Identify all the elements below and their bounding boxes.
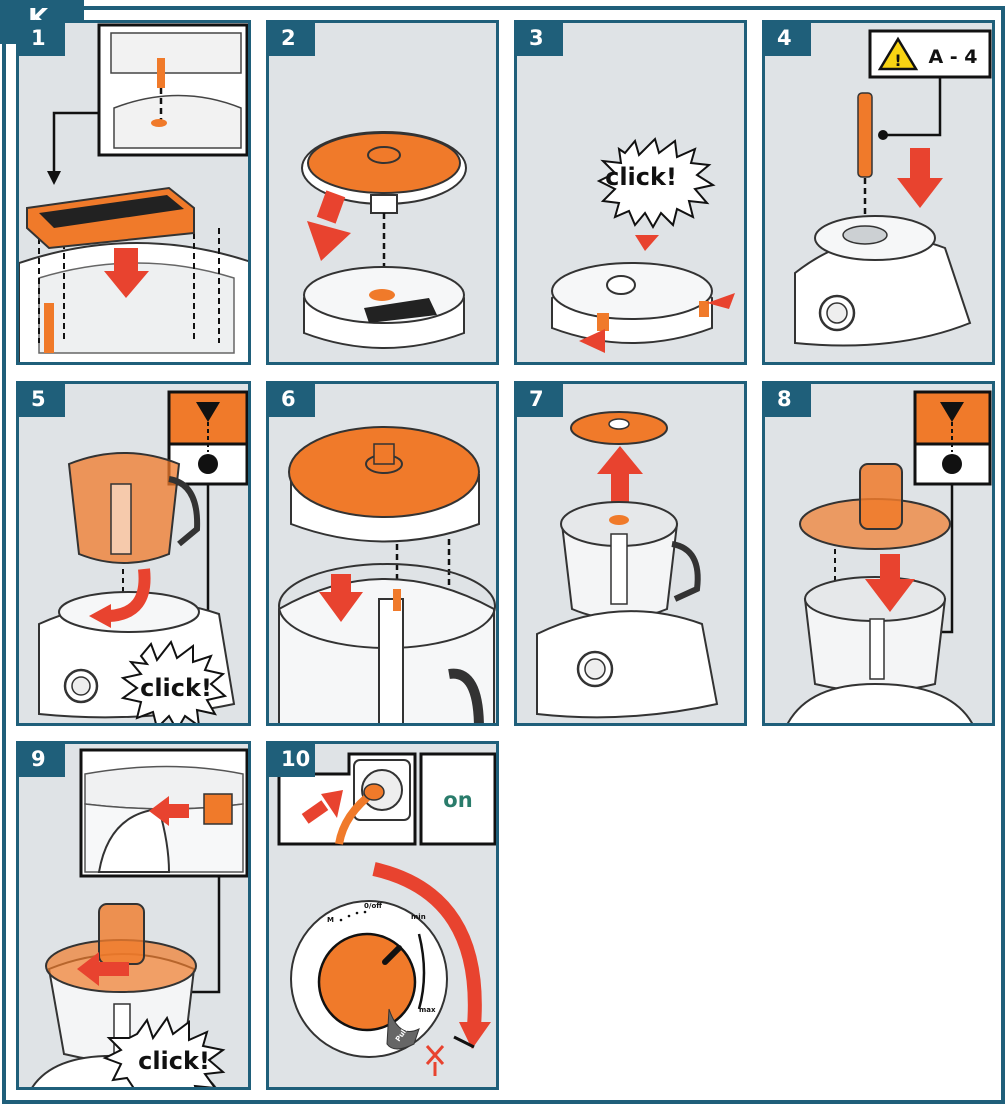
step-2-panel: 2 [266, 20, 499, 365]
press-arrow-icon [579, 329, 605, 353]
step-6-illustration [278, 426, 496, 723]
sheet-border [2, 6, 1005, 1104]
rotate-arrow-icon [108, 568, 151, 622]
down-arrow-icon [114, 248, 138, 272]
drive-shaft [857, 92, 873, 178]
warning-icon [877, 36, 919, 71]
press-arrow-icon [707, 293, 735, 309]
step-8-panel: 8 [762, 381, 995, 726]
click-burst [102, 1015, 226, 1087]
dial-label-max: max [419, 1006, 436, 1014]
step-4-panel: ! A - 4 4 [762, 20, 995, 365]
step-number: 9 [19, 744, 65, 777]
step-1-panel: 1 [16, 20, 251, 365]
step-5-panel: click! 5 [16, 381, 251, 726]
dial-label-m: M [327, 916, 334, 924]
up-arrow-icon [597, 446, 643, 474]
down-arrow-icon [319, 592, 363, 622]
step-5-illustration: click! [38, 390, 248, 723]
feed-tube [98, 903, 145, 965]
step-6-panel: 6 [266, 381, 499, 726]
step-3-illustration: click! [551, 137, 735, 353]
step-9-illustration: click! [31, 748, 248, 1087]
step-number: 8 [765, 384, 811, 417]
step-number: 3 [517, 23, 563, 56]
step-10-panel: on M 0/off min max Pulse 10 [266, 741, 499, 1090]
pointer-arrow-icon [47, 171, 61, 185]
knob-indicator [382, 945, 402, 965]
svg-text:!: ! [894, 51, 901, 70]
step-number: 4 [765, 23, 811, 56]
step-8-illustration [786, 390, 992, 723]
down-arrow-icon [307, 221, 351, 261]
step-number: 10 [269, 744, 315, 777]
down-arrow-icon [897, 178, 943, 208]
dial-label-off: 0/off [364, 902, 382, 910]
step-number: 5 [19, 384, 65, 417]
step-number: 1 [19, 23, 65, 56]
warning-ref: A - 4 [928, 46, 977, 68]
step-10-illustration: on M 0/off min max Pulse [277, 752, 496, 1076]
rotate-arrow-icon [372, 862, 482, 1027]
motor-base [536, 610, 719, 719]
step-number: 2 [269, 23, 315, 56]
step-2-illustration [301, 131, 467, 349]
power-on-box [419, 752, 496, 846]
left-arrow-icon [149, 796, 169, 826]
click-text: click! [140, 674, 212, 702]
feed-tube [859, 463, 903, 530]
click-text: click! [138, 1047, 210, 1075]
step-3-panel: click! 3 [514, 20, 747, 365]
step-7-illustration [536, 411, 719, 719]
step-9-panel: click! 9 [16, 741, 251, 1090]
plug-in-arrow-icon [321, 790, 343, 818]
step-number: 7 [517, 384, 563, 417]
not-allowed-icon [425, 1045, 445, 1065]
dial-label-min: min [411, 913, 426, 921]
click-text: click! [605, 163, 677, 191]
click-burst [120, 639, 228, 723]
down-arrow-icon [865, 579, 915, 612]
step-4-illustration: ! A - 4 [794, 29, 992, 347]
step-7-panel: 7 [514, 381, 747, 726]
left-arrow-icon [77, 952, 99, 986]
power-on-label: on [443, 788, 472, 812]
step-1-illustration [19, 23, 248, 362]
click-burst [596, 137, 716, 230]
step-number: 6 [269, 384, 315, 417]
press-arrow-icon [635, 235, 659, 251]
